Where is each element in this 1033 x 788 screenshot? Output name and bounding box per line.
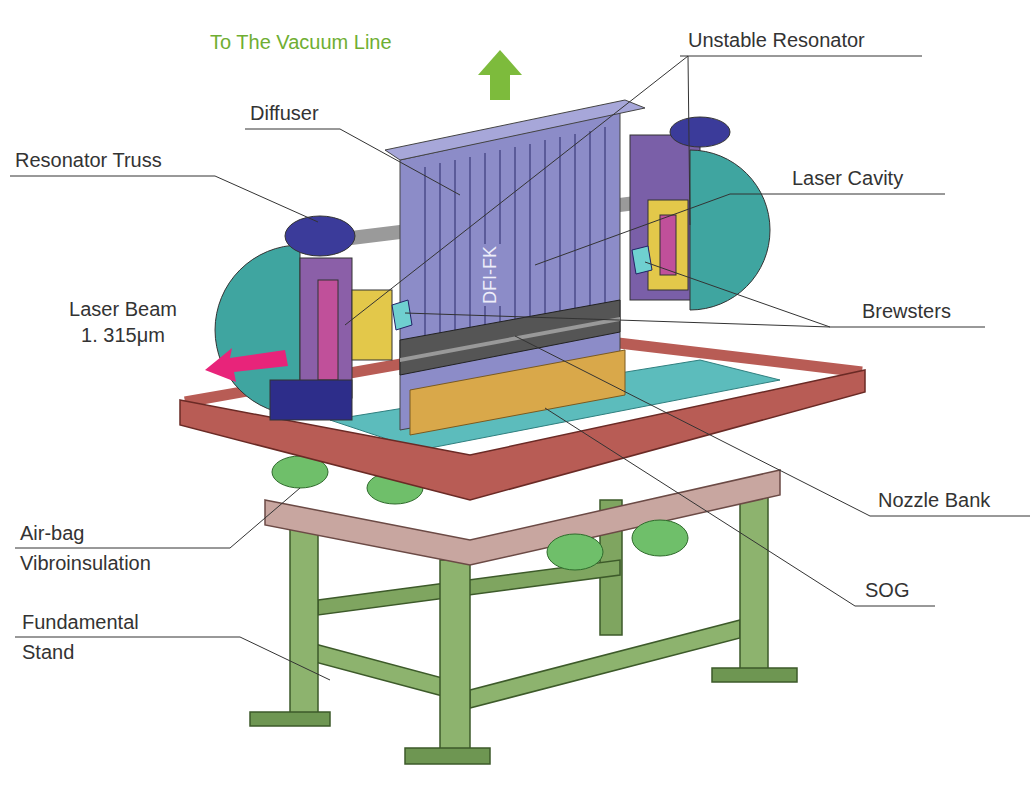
resonator-cap	[670, 117, 730, 147]
airbag	[632, 520, 688, 556]
fin	[454, 160, 456, 350]
fin	[559, 137, 561, 327]
nozzle-stripe	[400, 317, 620, 362]
part-label: Diffuser	[250, 101, 319, 125]
part-label: Nozzle Bank	[878, 488, 990, 512]
fin	[529, 144, 531, 334]
stand-crossbar	[300, 640, 450, 698]
beam-label: Laser Beam 1. 315μm	[66, 296, 180, 348]
fin	[439, 163, 441, 353]
fundamental-stand	[250, 470, 797, 764]
leader-line	[10, 176, 318, 222]
stand-leg	[740, 490, 768, 675]
leader-line	[680, 56, 922, 57]
watermark: DFI-FK	[478, 244, 502, 306]
stand-leg	[440, 560, 470, 755]
leader-line	[245, 129, 460, 195]
leader-line	[645, 262, 830, 327]
resonator-part	[352, 290, 392, 360]
stand-crossbar	[470, 620, 740, 708]
diffuser	[385, 100, 645, 435]
part-label: Fundamental Stand	[22, 607, 172, 667]
brewster-window	[632, 246, 652, 274]
resonator-base	[270, 380, 352, 420]
resonator-body	[300, 258, 352, 398]
resonator-part	[648, 200, 688, 290]
part-label: Brewsters	[862, 299, 951, 323]
leader-line	[405, 313, 830, 327]
resonator-disk	[690, 150, 770, 310]
vacuum-arrow	[478, 50, 522, 100]
fin	[589, 131, 591, 321]
fin	[514, 147, 516, 337]
laser-beam-arrow	[205, 348, 288, 382]
flow-label: To The Vacuum Line	[210, 30, 392, 54]
sog	[410, 350, 625, 435]
leader-lines	[10, 56, 1030, 680]
leader-line	[830, 327, 985, 328]
leader-line	[545, 408, 935, 606]
part-label: Unstable Resonator	[688, 28, 865, 52]
fin	[604, 127, 606, 317]
base-plate	[712, 668, 797, 682]
arrow-head	[478, 50, 522, 75]
leader-line	[515, 336, 1030, 516]
leader-line	[688, 56, 690, 225]
fin	[469, 157, 471, 347]
resonator-part	[318, 280, 338, 380]
resonator-cap	[285, 216, 355, 256]
part-label: SOG	[865, 578, 909, 602]
leader-line	[345, 56, 688, 325]
fin	[574, 134, 576, 324]
base-plate	[250, 712, 330, 726]
airbag	[547, 534, 603, 570]
leader-line	[535, 194, 945, 265]
stand-leg	[290, 525, 318, 720]
resonator-part	[660, 215, 676, 275]
arrow-shaft	[490, 74, 510, 100]
part-label: Laser Cavity	[792, 166, 903, 190]
left-resonator	[215, 216, 392, 420]
brewster-window	[392, 300, 412, 330]
part-label: Air-bag Vibroinsulation	[20, 518, 190, 578]
base-plate	[405, 748, 490, 764]
part-label: Resonator Truss	[15, 148, 162, 172]
